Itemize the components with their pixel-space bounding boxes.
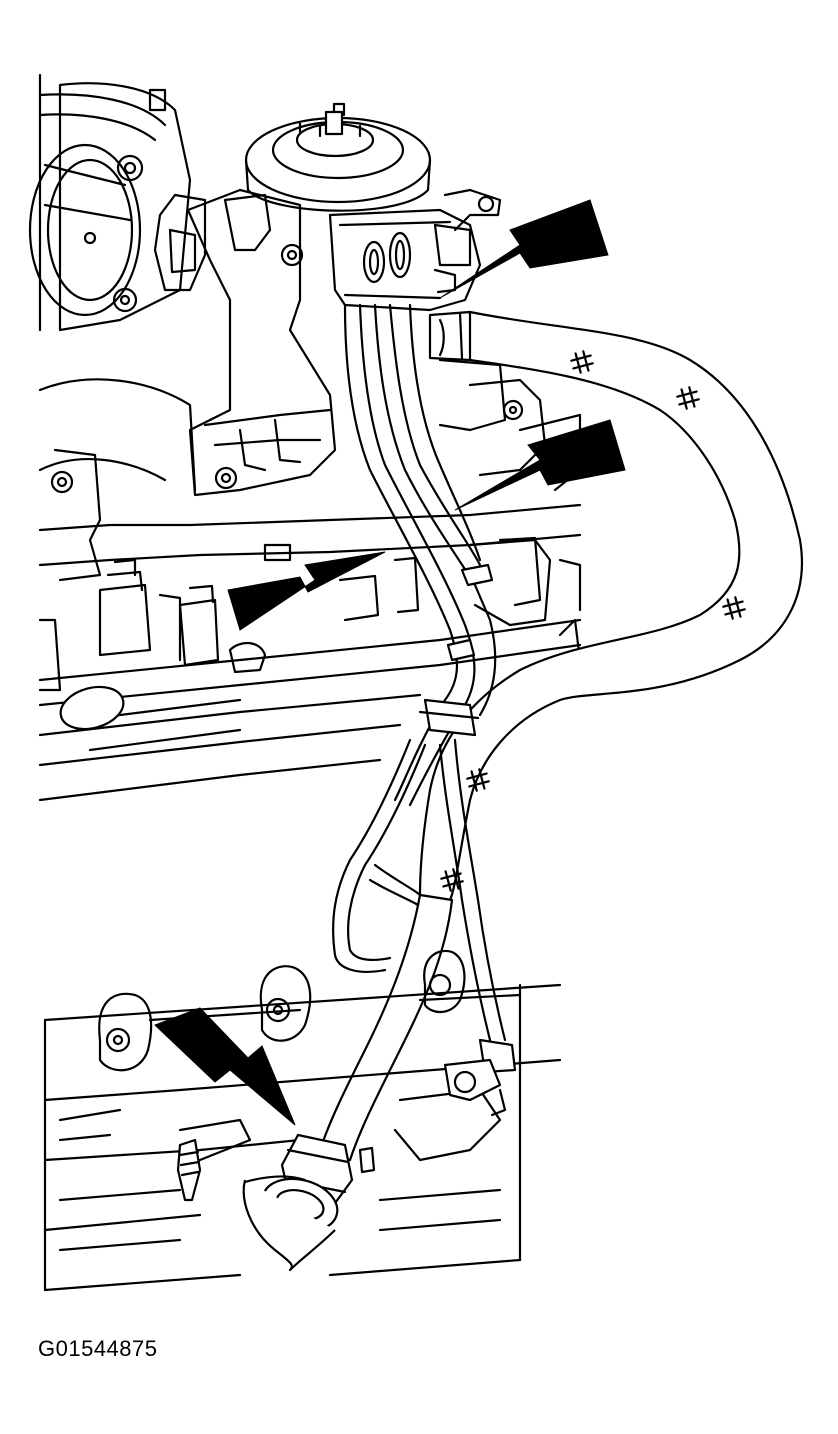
figure-code: G01544875 (38, 1336, 158, 1361)
egr-bracket (153, 188, 337, 497)
intake-manifold (38, 358, 582, 582)
fittings-lower (176, 1038, 517, 1272)
fuel-injectors (38, 536, 582, 692)
spark-plug-bosses (98, 949, 466, 1072)
callout-arrow-bottom-left (154, 1007, 296, 1126)
solenoid-block (328, 188, 502, 312)
valve-cover-left (38, 618, 582, 802)
cylinder-head-lower (43, 983, 562, 1292)
callout-arrow-middle-left (227, 551, 386, 631)
hatch-marks (440, 350, 746, 892)
egr-valve (244, 102, 432, 212)
steel-pipes (318, 303, 507, 1162)
callout-arrow-top-right (439, 199, 609, 299)
callout-arrow-middle-right (454, 419, 626, 511)
throttle-body (28, 73, 192, 332)
